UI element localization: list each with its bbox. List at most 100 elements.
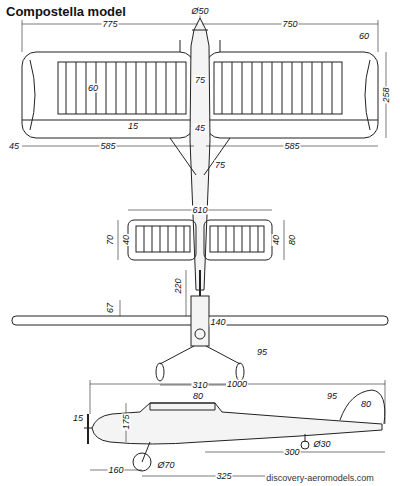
left-wing <box>22 52 194 138</box>
wing-rib <box>322 62 323 114</box>
dimension-label: 60 <box>358 32 370 41</box>
top-view <box>22 8 386 290</box>
wing-rib <box>106 62 107 114</box>
dimension-label: Ø30 <box>312 440 331 449</box>
wing-rib <box>292 62 293 114</box>
wing-rib <box>242 62 243 114</box>
wing-rib <box>302 62 303 114</box>
wing-strut <box>204 138 230 175</box>
stab-rib <box>184 226 185 252</box>
dimension-label: 300 <box>283 448 300 457</box>
dimension-line <box>284 220 285 260</box>
dimension-label: 75 <box>214 161 226 170</box>
wing-rib <box>232 62 233 114</box>
wing-rib <box>136 62 137 114</box>
dimension-label: 80 <box>360 400 372 409</box>
extension-line <box>385 380 386 424</box>
spinner <box>84 428 92 429</box>
dimension-label: 95 <box>326 392 338 401</box>
dimension-label: 325 <box>215 472 232 481</box>
stab-rib <box>168 226 169 252</box>
stab-rib <box>144 226 145 252</box>
fuselage-side <box>92 403 382 444</box>
dimension-label: 15 <box>72 414 84 423</box>
dimension-label: 585 <box>99 142 116 151</box>
stab-rib <box>218 226 219 252</box>
dimension-label: 175 <box>122 413 131 430</box>
stab-rib <box>234 226 235 252</box>
drawing-title: Compostella model <box>6 4 126 19</box>
dimension-label: 750 <box>281 20 298 29</box>
wheel-front <box>156 363 164 381</box>
front-view <box>12 270 388 385</box>
wing-rib <box>156 62 157 114</box>
stab-rib <box>258 226 259 252</box>
extension-line <box>90 380 91 414</box>
wing-rib <box>66 62 67 114</box>
wing-strut <box>170 138 196 175</box>
wing-rib <box>252 62 253 114</box>
dimension-label: 75 <box>194 76 206 85</box>
dimension-label: 160 <box>107 466 124 475</box>
wing-peg <box>180 40 181 52</box>
wing-rib <box>146 62 147 114</box>
right-stab-panel <box>210 226 264 252</box>
dimension-label: 220 <box>174 277 183 294</box>
dimension-label: 70 <box>106 234 115 246</box>
wing-rib <box>262 62 263 114</box>
wing-rib <box>166 62 167 114</box>
dimension-label: 40 <box>122 234 131 246</box>
dimension-label: 45 <box>8 142 20 151</box>
wheel-front <box>236 363 244 381</box>
spinner-base <box>192 30 208 31</box>
stab-rib <box>160 226 161 252</box>
wing-rib <box>176 62 177 114</box>
wing-rib <box>222 62 223 114</box>
stab-rib <box>176 226 177 252</box>
fin-front <box>199 270 201 296</box>
fin-side <box>340 390 385 424</box>
dimension-label: 67 <box>106 302 115 314</box>
right-stabilizer <box>204 220 272 260</box>
dimension-label: 45 <box>194 124 206 133</box>
gear-leg <box>206 346 240 364</box>
fuselage-top <box>190 18 210 290</box>
propeller <box>87 414 89 444</box>
stab-rib <box>242 226 243 252</box>
dimension-line <box>118 220 119 260</box>
wing-side <box>150 403 215 410</box>
dimension-label: 610 <box>191 206 208 215</box>
dimension-label: 310 <box>191 381 208 390</box>
right-wing <box>206 52 378 138</box>
stab-rib <box>226 226 227 252</box>
dimension-label: 775 <box>101 20 118 29</box>
wing-rib <box>116 62 117 114</box>
stab-rib <box>152 226 153 252</box>
left-stabilizer <box>128 220 196 260</box>
wing-rib <box>312 62 313 114</box>
wing-rib <box>272 62 273 114</box>
side-view <box>84 380 385 476</box>
watermark: discovery-aeromodels.com <box>265 474 375 483</box>
dimension-label: 140 <box>209 318 226 327</box>
stab-rib <box>250 226 251 252</box>
right-wing-panel <box>214 62 342 114</box>
right-spar <box>206 120 378 121</box>
wing-rib <box>76 62 77 114</box>
extension-line <box>378 20 379 52</box>
tail-wheel <box>301 441 309 449</box>
wing-peg <box>220 40 221 52</box>
dimension-line <box>186 270 187 316</box>
left-wing-panel <box>58 62 186 114</box>
dimension-label: 40 <box>272 234 281 246</box>
dimension-label: 15 <box>127 122 139 131</box>
dimension-line <box>120 300 121 316</box>
nose-front <box>195 329 205 339</box>
dimension-label: Ø50 <box>190 7 209 16</box>
dimension-label: 60 <box>87 84 99 93</box>
gear-leg-side <box>142 442 150 462</box>
dimension-label: 80 <box>288 234 297 246</box>
wing-rib <box>282 62 283 114</box>
extension-line <box>22 20 23 52</box>
